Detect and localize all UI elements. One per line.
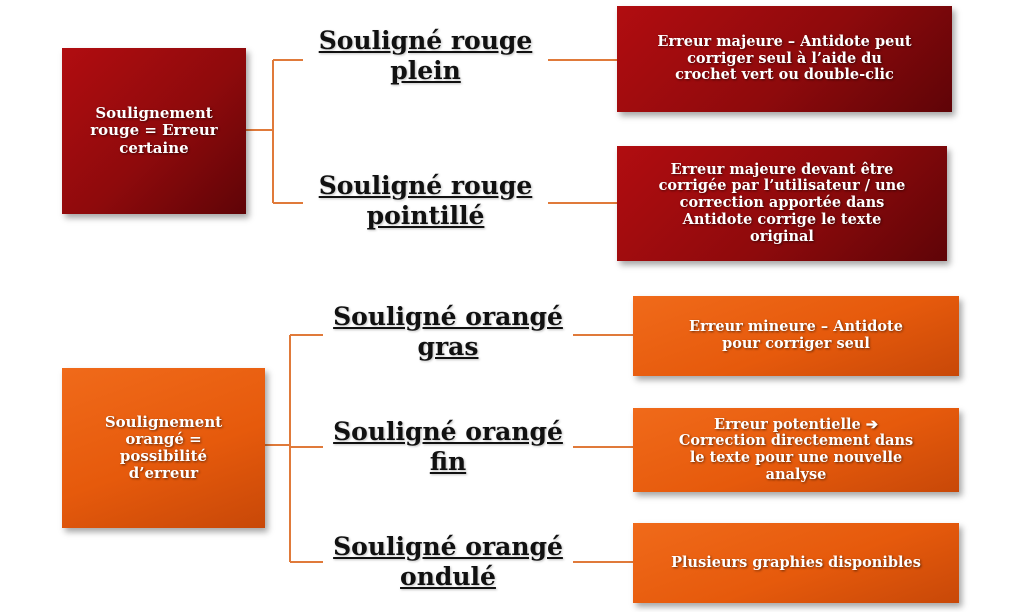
detail-box-orange-fin: Erreur potentielle ➔ Correction directem… [633, 408, 959, 492]
root-orange-line: Soulignement [104, 412, 223, 431]
root-red-line: Soulignement [95, 104, 213, 123]
label-orange-gras: Souligné orangé gras [323, 302, 573, 362]
detail-orange-fin-line: Correction directement dans [678, 432, 914, 450]
label-red-pointille-line: Souligné rouge [318, 171, 533, 200]
root-box-red: Soulignement rouge = Erreur certaine [62, 48, 246, 214]
label-orange-ondule: Souligné orangé ondulé [323, 532, 573, 592]
root-orange-line: orangé = [125, 429, 202, 448]
detail-red-pointille-line: correction apportée dans [679, 194, 885, 212]
detail-orange-fin-line: le texte pour une nouvelle [689, 449, 903, 466]
detail-red-plein-line: Erreur majeure – Antidote peut [657, 32, 912, 50]
detail-orange-gras-line: pour corriger seul [722, 335, 870, 352]
detail-box-orange-gras: Erreur mineure – Antidote pour corriger … [633, 296, 959, 376]
detail-box-orange-ondule: Plusieurs graphies disponibles [633, 523, 959, 603]
label-red-pointille-line: pointillé [366, 201, 485, 230]
label-red-plein-line: plein [390, 56, 461, 85]
detail-red-pointille-line: Erreur majeure devant être [670, 160, 894, 178]
label-red-plein: Souligné rouge plein [303, 26, 548, 86]
detail-red-plein-line: corriger seul à l’aide du [687, 49, 882, 67]
label-orange-ondule-line: ondulé [400, 562, 496, 591]
detail-orange-gras-line: Erreur mineure – Antidote [689, 318, 903, 336]
root-orange-line: d’erreur [128, 464, 199, 483]
detail-orange-fin-line: analyse [765, 465, 827, 483]
root-red-line: rouge = Erreur [90, 121, 218, 140]
label-red-plein-line: Souligné rouge [318, 26, 533, 55]
label-orange-fin: Souligné orangé fin [323, 417, 573, 477]
label-orange-fin-line: Souligné orangé [333, 417, 563, 446]
root-box-orange: Soulignement orangé = possibilité d’erre… [62, 368, 265, 528]
detail-box-red-plein: Erreur majeure – Antidote peut corriger … [617, 6, 952, 112]
label-orange-gras-line: gras [417, 332, 479, 361]
detail-red-plein-line: crochet vert ou double-clic [675, 66, 894, 84]
detail-box-red-pointille: Erreur majeure devant être corrigée par … [617, 146, 947, 261]
detail-red-pointille-line: corrigée par l’utilisateur / une [658, 177, 906, 195]
detail-red-pointille-line: Antidote corrige le texte [682, 210, 882, 228]
label-orange-gras-line: Souligné orangé [333, 302, 563, 331]
label-red-pointille: Souligné rouge pointillé [303, 171, 548, 231]
root-red-line: certaine [119, 138, 189, 157]
label-orange-fin-line: fin [429, 447, 467, 476]
detail-orange-ondule-line: Plusieurs graphies disponibles [671, 553, 921, 571]
detail-orange-fin-line: Erreur potentielle ➔ [714, 415, 878, 433]
root-orange-line: possibilité [119, 447, 208, 465]
detail-red-pointille-line: original [750, 227, 814, 245]
label-orange-ondule-line: Souligné orangé [333, 532, 563, 561]
